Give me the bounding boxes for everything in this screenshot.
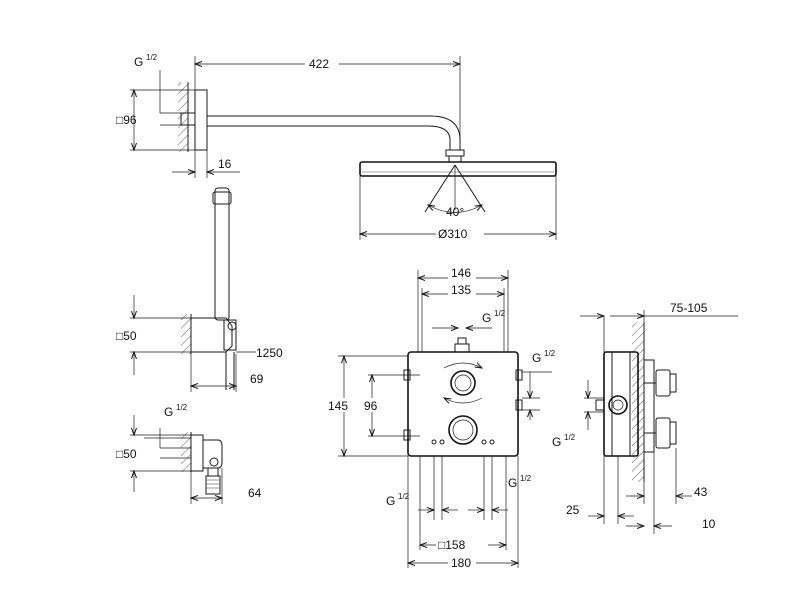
plate-square-label: □158 <box>438 538 466 552</box>
svg-text:1/2: 1/2 <box>176 403 188 412</box>
hose-length-label: 1250 <box>256 346 283 360</box>
flange-square-label: □96 <box>116 113 137 127</box>
thermostat-knob <box>448 415 478 445</box>
outlet-thread-label: G <box>164 405 173 419</box>
bottom-right-thread-label: G <box>508 476 517 490</box>
side-thread-label: G <box>552 435 561 449</box>
bottom-left-thread-label: G <box>386 494 395 508</box>
hand-shower-view: □50 1250 69 <box>116 187 283 392</box>
plate-width-label: 180 <box>451 556 471 570</box>
wall-projection-label: 16 <box>218 157 232 171</box>
head-diameter-label: Ø310 <box>438 227 468 241</box>
wall-outlet-body <box>190 434 204 472</box>
diverter-spindle <box>655 369 671 397</box>
svg-text:1/2: 1/2 <box>544 349 556 358</box>
thermostat-spindle <box>655 417 671 449</box>
depth-10-label: 10 <box>702 517 716 531</box>
concealed-body-front-view: 146 135 G 1/2 G 1/2 145 96 <box>326 266 556 570</box>
inner-width-label: 135 <box>451 283 471 297</box>
outlet-square-label: □50 <box>116 447 137 461</box>
wall-hatch-hand <box>181 314 191 354</box>
svg-text:1/2: 1/2 <box>520 474 532 483</box>
svg-text:1/2: 1/2 <box>494 309 506 318</box>
holder-projection-label: 69 <box>250 372 264 386</box>
concealed-body-side-view: 75-105 G 1/2 25 43 10 <box>552 301 738 534</box>
diverter-knob <box>450 370 476 396</box>
top-thread-label: G <box>482 311 491 325</box>
wall-outlet-view: G 1/2 □50 64 <box>116 403 262 504</box>
wall-flange <box>194 89 208 151</box>
wall-hatch-top <box>178 82 188 152</box>
outlet-projection-label: 64 <box>248 486 262 500</box>
shower-arm <box>207 115 461 150</box>
hand-shower-holder <box>190 317 233 353</box>
outer-height-label: 145 <box>328 399 348 413</box>
shower-arm-view: 40° 422 G 1/2 □96 16 Ø310 <box>116 53 556 241</box>
concealed-box <box>407 351 519 457</box>
outer-width-label: 146 <box>451 266 471 280</box>
shower-head <box>359 161 557 177</box>
spray-angle-label: 40° <box>446 205 464 219</box>
depth-range-label: 75-105 <box>670 301 708 315</box>
hand-shower-handle <box>214 187 230 321</box>
depth-25-label: 25 <box>566 503 580 517</box>
depth-43-label: 43 <box>694 485 708 499</box>
svg-text:1/2: 1/2 <box>146 53 158 62</box>
svg-text:1/2: 1/2 <box>564 433 576 442</box>
holder-square-label: □50 <box>116 329 137 343</box>
inner-height-label: 96 <box>364 399 378 413</box>
inlet-thread-label: G <box>134 55 143 69</box>
svg-text:1/2: 1/2 <box>398 492 410 501</box>
arm-length-label: 422 <box>309 57 329 71</box>
wall-hatch-outlet <box>181 432 191 472</box>
right-thread-label: G <box>532 351 541 365</box>
